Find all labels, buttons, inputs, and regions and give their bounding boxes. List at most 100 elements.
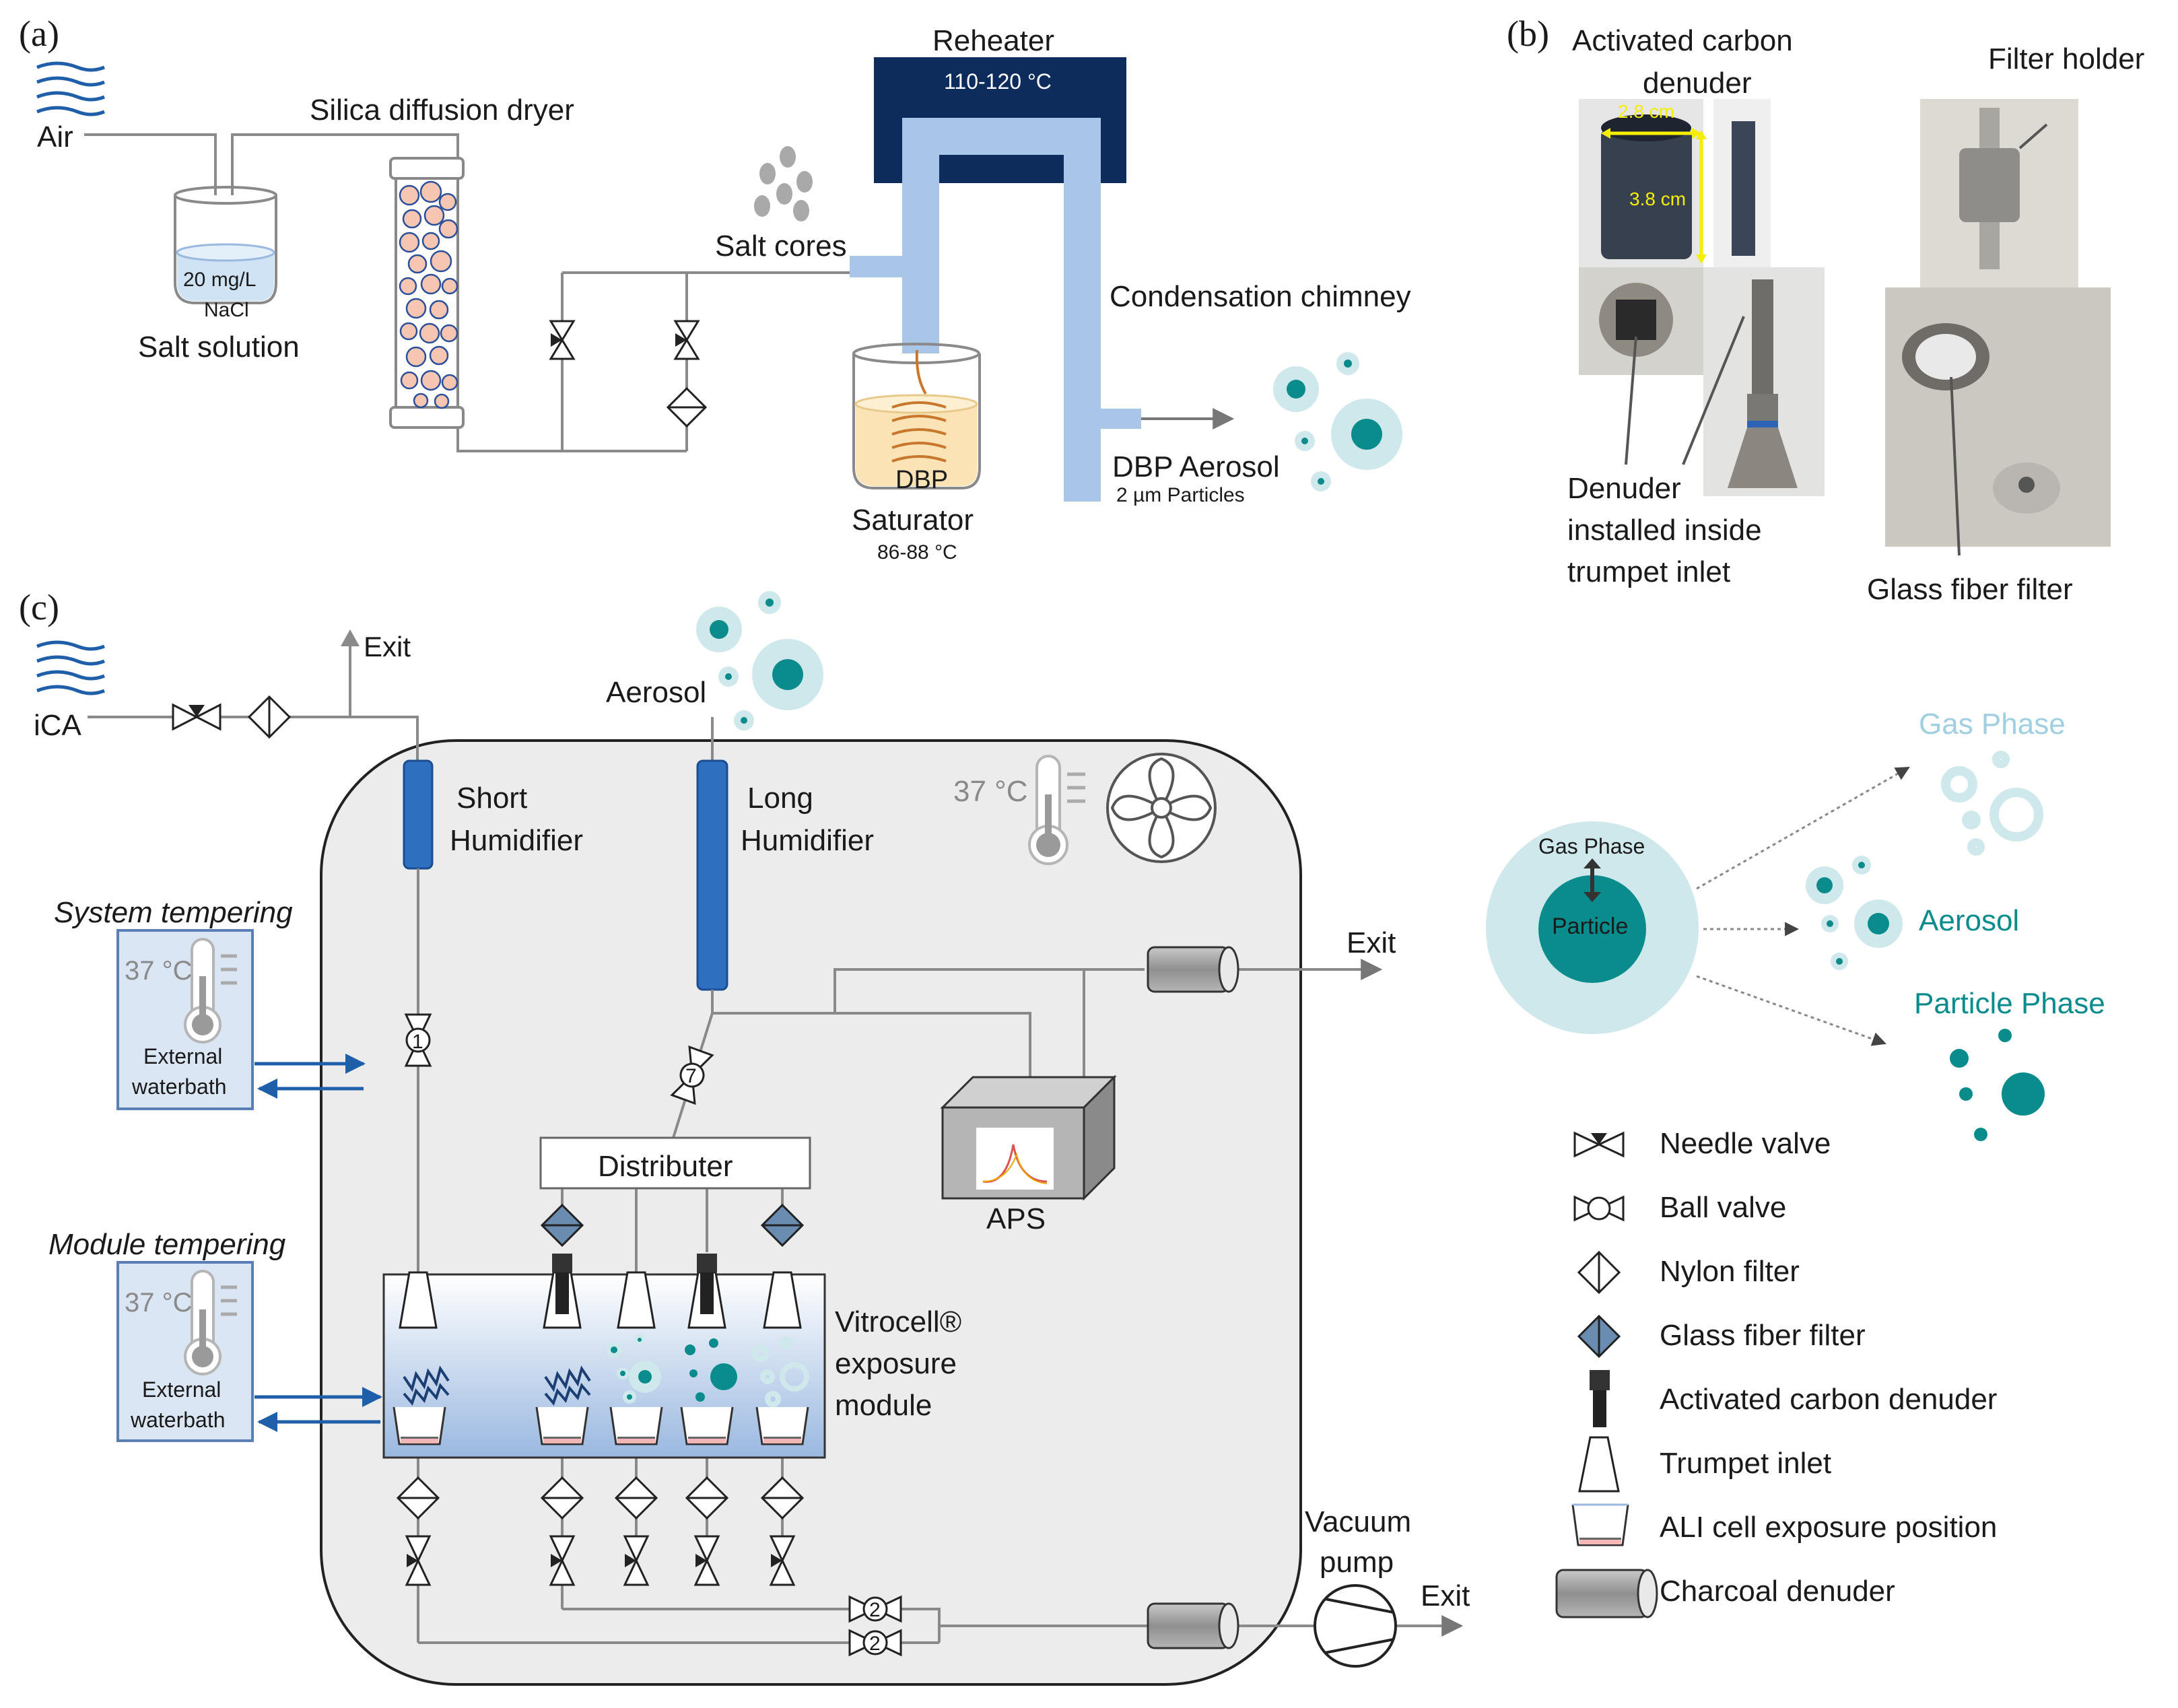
denuder-photo	[1579, 99, 1771, 267]
glass-fiber-filter-icon	[1577, 1314, 1621, 1359]
legend-label-glass-fiber-filter: Glass fiber filter	[1660, 1319, 1866, 1352]
legend-label-ball-valve: Ball valve	[1660, 1191, 1786, 1224]
gas-phase-arrows-1	[403, 1365, 450, 1406]
legend-label-ali-cell: ALI cell exposure position	[1660, 1511, 1997, 1544]
ball-valve-icon	[1573, 1195, 1625, 1222]
panel-c: (c) iCA Exit	[19, 587, 1470, 1686]
legend-label-trumpet-inlet: Trumpet inlet	[1660, 1447, 1831, 1480]
panel-b-label: (b)	[1507, 13, 1549, 54]
chamber-temperature: 37 °C	[953, 775, 1028, 808]
exit-pump-label: Exit	[1421, 1579, 1470, 1612]
needle-valve-b4-icon	[693, 1535, 720, 1586]
module-gas-5	[752, 1336, 809, 1407]
saturator-beaker	[852, 343, 981, 489]
ball-valve-1-number: 1	[412, 1031, 423, 1053]
needle-valve-b3-icon	[623, 1535, 650, 1586]
salt-solution-label: Salt solution	[138, 331, 300, 364]
module-line1: Vitrocell®	[835, 1305, 961, 1338]
gas-phase-arrows-2	[544, 1365, 591, 1406]
long-humidifier-line1: Long	[747, 782, 813, 815]
charcoal-denuder-bottom	[1147, 1602, 1239, 1649]
needle-valve-b2-icon	[549, 1535, 576, 1586]
trumpet-inlet-5-icon	[763, 1271, 802, 1329]
dbp-label: DBP	[895, 466, 948, 494]
fan-icon	[1106, 753, 1217, 863]
vacuum-pump-line2: pump	[1320, 1546, 1394, 1579]
dryer-label: Silica diffusion dryer	[310, 94, 574, 127]
ica-wind-icon	[36, 640, 105, 695]
short-humidifier	[403, 759, 434, 870]
ball-valve-1-icon	[404, 1013, 432, 1067]
silica-dryer	[389, 157, 465, 429]
legend-label-charcoal-denuder: Charcoal denuder	[1660, 1575, 1895, 1608]
reheater-temperature: 110-120 °C	[944, 69, 1052, 94]
ball-valve-2a-number: 2	[869, 1599, 881, 1621]
legend-label-nylon-filter: Nylon filter	[1660, 1255, 1800, 1288]
panel-c-label: (c)	[19, 587, 59, 627]
trumpet-inlet-icon	[1578, 1436, 1620, 1493]
filter-holder-photo	[1885, 99, 2111, 547]
ica-label: iCA	[34, 709, 82, 742]
legend-label-activated-carbon-denuder: Activated carbon denuder	[1660, 1383, 1997, 1416]
system-bath-temperature: 37 °C	[125, 956, 193, 986]
ball-valve-2a-icon	[848, 1595, 902, 1623]
module-particles-4	[685, 1338, 737, 1402]
wind-icon	[36, 61, 105, 116]
nylon-filter-ica-icon	[247, 695, 292, 739]
needle-valves-bottom	[405, 1535, 796, 1586]
glass-fiber-filter-photo-label: Glass fiber filter	[1867, 573, 2073, 606]
denuder-caption-line2: installed inside	[1567, 514, 1762, 547]
aps-box	[940, 1074, 1117, 1201]
long-humidifier	[696, 759, 728, 991]
denuder-caption-line1: Denuder	[1567, 472, 1681, 505]
reheater-tube	[902, 118, 1101, 502]
ball-valve-2b-icon	[848, 1629, 902, 1657]
legend-label-needle-valve: Needle valve	[1660, 1127, 1831, 1160]
solution-salt: NaCl	[204, 299, 249, 321]
glass-fiber-filter-1-icon	[540, 1203, 584, 1248]
denuder-installed-photo	[1579, 267, 1825, 496]
needle-valve-icon	[1573, 1131, 1625, 1158]
condensation-chimney-label: Condensation chimney	[1110, 280, 1411, 313]
long-humidifier-line2: Humidifier	[741, 824, 874, 857]
legend: Needle valve Ball valve Nylon filter Gla…	[1555, 1127, 1997, 1618]
incubator-chamber	[320, 739, 1302, 1686]
gas-phase-label: Gas Phase	[1919, 708, 2066, 741]
ali-cell-wells	[393, 1406, 809, 1445]
saturator-temperature: 86-88 °C	[877, 541, 957, 563]
module-bath-line2: waterbath	[130, 1408, 226, 1432]
needle-valve-a2-icon	[673, 320, 700, 360]
needle-valve-ica-icon	[172, 703, 222, 731]
aerosol-phase-label: Aerosol	[1919, 904, 2019, 937]
aerosol-outlet-stub	[1101, 409, 1141, 429]
solution-concentration: 20 mg/L	[183, 269, 256, 291]
system-bath-line1: External	[143, 1044, 222, 1068]
system-tempering-label: System tempering	[54, 896, 293, 929]
salt-cores-icon	[754, 146, 813, 221]
particle-circle	[1538, 875, 1646, 983]
panel-b: (b) Activated carbon denuder Filter hold…	[1507, 13, 2144, 606]
module-line2: exposure	[835, 1347, 957, 1380]
module-line3: module	[835, 1389, 932, 1422]
ball-valve-7-number: 7	[685, 1065, 697, 1087]
system-bath-line2: waterbath	[131, 1074, 227, 1099]
short-humidifier-line2: Humidifier	[450, 824, 583, 857]
trumpet-inlet-1-icon	[399, 1271, 438, 1329]
glass-fiber-filter-2-icon	[760, 1203, 805, 1248]
trumpet-inlet-3-icon	[617, 1271, 656, 1329]
distributer-label: Distributer	[598, 1150, 733, 1183]
filter-holder-label: Filter holder	[1988, 42, 2144, 75]
nylon-filter-a-icon	[666, 386, 708, 428]
salt-cores-label: Salt cores	[715, 230, 847, 263]
denuder-caption-line3: trumpet inlet	[1567, 555, 1730, 588]
charcoal-denuder-icon	[1555, 1569, 1658, 1618]
aerosol-c-label: Aerosol	[606, 676, 706, 709]
reheater-label: Reheater	[932, 24, 1054, 57]
carbon-denuder-2-icon	[697, 1254, 717, 1314]
module-waterbath	[116, 1261, 254, 1442]
aerosol-droplets-c	[696, 591, 823, 730]
exit-top-label: Exit	[364, 631, 411, 662]
vacuum-pump-icon	[1314, 1584, 1397, 1668]
dimension-width: 2.8 cm	[1618, 101, 1674, 122]
system-waterbath	[116, 929, 254, 1110]
